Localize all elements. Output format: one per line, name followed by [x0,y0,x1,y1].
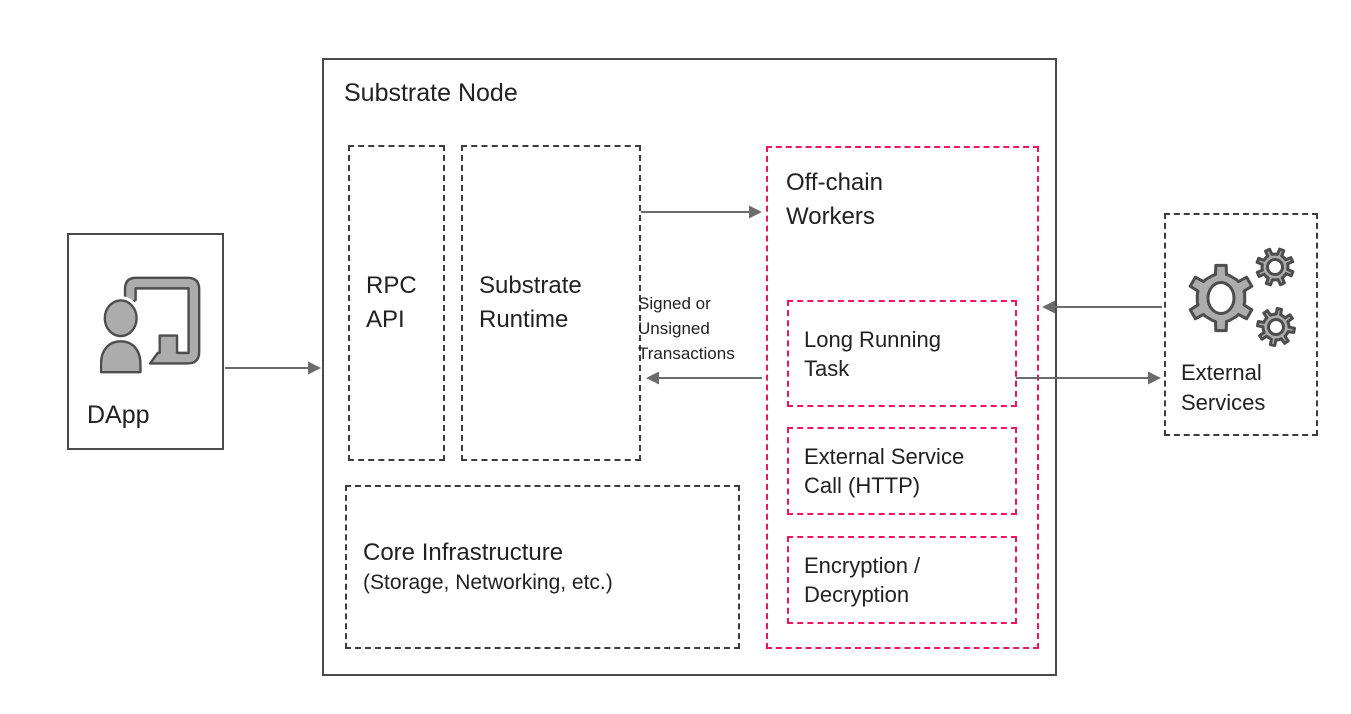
dapp-box: DApp [67,233,224,450]
external-services-label-line1: External [1181,360,1262,385]
person-presenting-icon [100,276,201,377]
external-service-call-label-line2: Call (HTTP) [804,473,921,498]
offchain-workers-box: Off-chain Workers Long Running Task Exte… [766,146,1039,649]
gears-icon [1188,247,1296,347]
dapp-label: DApp [87,401,150,429]
substrate-runtime-label-line1: Substrate [479,272,582,299]
substrate-node-title: Substrate Node [344,79,518,107]
rpc-api-box: RPC API [348,145,445,461]
core-infrastructure-subtitle: (Storage, Networking, etc.) [363,571,613,594]
external-services-box: External Services [1164,213,1318,436]
substrate-runtime-label-line2: Runtime [479,306,569,333]
substrate-runtime-box: Substrate Runtime [461,145,641,461]
long-running-task-label-line1: Long Running [804,326,942,352]
core-infrastructure-box: Core Infrastructure (Storage, Networking… [345,485,740,649]
external-service-call-box: External Service Call (HTTP) [787,427,1017,515]
external-services-label-line2: Services [1181,390,1266,415]
long-running-task-label-line2: Task [804,355,850,381]
encryption-decryption-box: Encryption / Decryption [787,536,1017,624]
offchain-workers-title: Off-chain Workers [786,166,883,234]
core-infrastructure-title: Core Infrastructure [363,539,564,566]
transactions-arrow-label: Signed or Unsigned Transactions [638,294,735,363]
offchain-workers-title-line2: Workers [786,203,875,230]
rpc-api-label-line2: API [366,306,405,333]
substrate-node-box: Substrate Node RPC API Substrate Runtime… [322,58,1057,676]
long-running-task-box: Long Running Task [787,300,1017,407]
external-service-call-label-line1: External Service [804,444,965,469]
offchain-workers-title-line1: Off-chain [786,169,883,196]
encryption-decryption-label-line2: Decryption [804,582,910,607]
encryption-decryption-label-line1: Encryption / [804,553,921,578]
external-services-label: External Services [1181,358,1265,418]
rpc-api-label-line1: RPC [366,272,417,299]
